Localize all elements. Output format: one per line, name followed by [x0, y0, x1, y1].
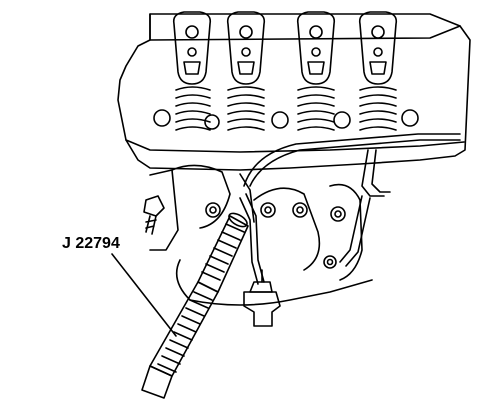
bolt-left [143, 195, 165, 235]
rocker-arm-2 [226, 11, 266, 85]
sensor-connector [243, 269, 281, 327]
rocker-arm-3 [296, 11, 336, 85]
manifold [149, 164, 373, 306]
rocker-arm-4 [358, 11, 398, 85]
valve-springs [153, 86, 419, 131]
tool-callout-label: J 22794 [62, 235, 120, 252]
tool-j-22794 [141, 212, 249, 399]
callout-leader [111, 253, 177, 337]
sensor-tubes [239, 133, 461, 285]
rocker-arm-1 [172, 11, 212, 85]
cylinder-head [117, 13, 471, 171]
